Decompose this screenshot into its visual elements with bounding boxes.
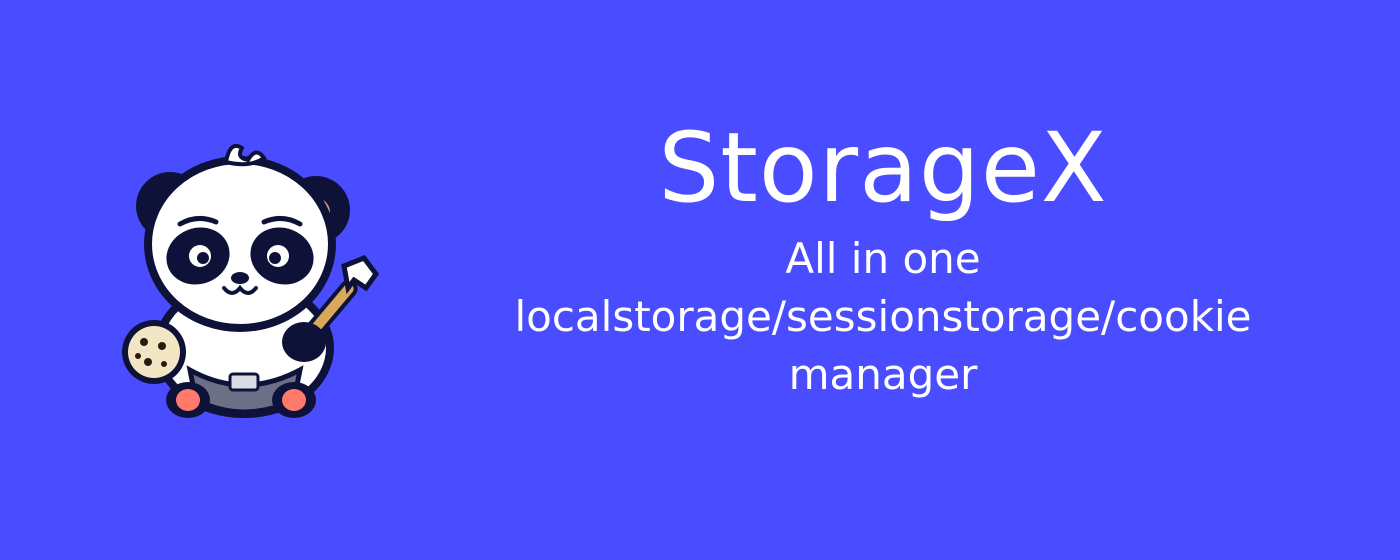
app-title: StorageX xyxy=(658,112,1108,224)
banner-text: StorageX All in one localstorage/session… xyxy=(460,110,1306,450)
tagline-line-3: manager xyxy=(788,350,978,399)
app-tagline: All in one localstorage/sessionstorage/c… xyxy=(460,230,1306,404)
tagline-line-1: All in one xyxy=(785,234,981,283)
tagline-line-2: localstorage/sessionstorage/cookie xyxy=(514,292,1252,341)
panda-mascot-icon xyxy=(122,143,380,418)
